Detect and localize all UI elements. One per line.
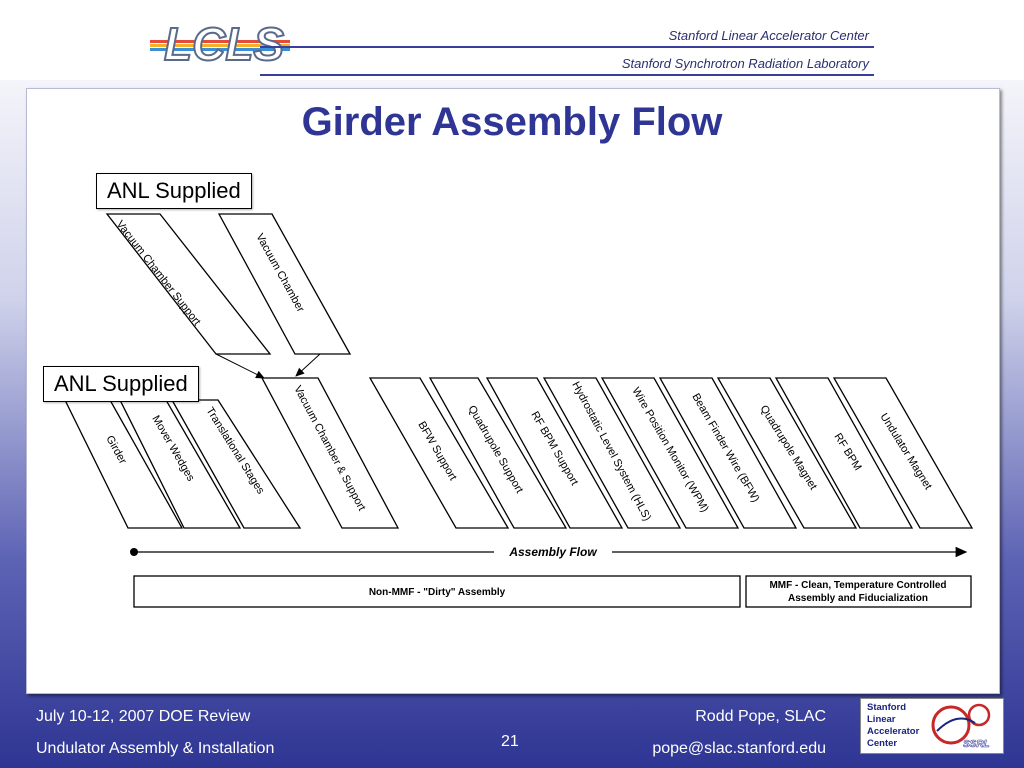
callout-anl-supplied-top: ANL Supplied: [96, 173, 252, 209]
lower-shape-vacuum-chamber-and-support: [260, 377, 400, 529]
footer-event: July 10-12, 2007 DOE Review: [36, 708, 251, 725]
zone-clean-box: [745, 575, 972, 608]
footer-email[interactable]: pope@slac.stanford.edu: [652, 740, 826, 757]
arrow-support-to-assembly: [215, 353, 265, 379]
header-divider-top: [260, 46, 874, 48]
slac-logo-text: Stanford Linear Accelerator Center: [867, 702, 920, 749]
lower-shape-rf-bpm: [774, 377, 914, 529]
lower-shape-quadrupole-support: [428, 377, 568, 529]
zone-clean-label-2: Assembly and Fiducialization: [788, 593, 928, 604]
lcls-logo: LCLS: [150, 17, 290, 71]
lower-shape-rf-bpm-support: [485, 377, 624, 529]
header-bar: LCLS Stanford Linear Accelerator Center …: [0, 0, 1024, 80]
org-ssrl: Stanford Synchrotron Radiation Laborator…: [621, 56, 869, 71]
flow-label: Assembly Flow: [508, 545, 597, 559]
footer-author: Rodd Pope, SLAC: [695, 708, 826, 725]
header-divider-bottom: [260, 74, 874, 76]
lcls-logo-text: LCLS: [164, 18, 284, 70]
page-number: 21: [501, 733, 519, 750]
slide-title: Girder Assembly Flow: [301, 100, 723, 144]
lower-shape-bfw: [658, 377, 798, 529]
org-slac: Stanford Linear Accelerator Center: [668, 28, 869, 43]
ssrl-emblem: SSRL: [931, 703, 991, 750]
svg-text:SSRL: SSRL: [963, 739, 990, 750]
lower-shape-wpm: [600, 377, 740, 529]
upper-shape-vacuum-chamber-support: [105, 213, 272, 355]
arrow-chamber-to-assembly: [295, 353, 321, 377]
lower-shape-bfw-support: [368, 377, 510, 529]
lower-shape-translational-stages: [170, 399, 302, 529]
footer-topic: Undulator Assembly & Installation: [36, 740, 275, 757]
lower-shape-undulator-magnet: [832, 377, 974, 529]
slac-ssrl-logo: Stanford Linear Accelerator Center SSRL: [860, 698, 1004, 754]
upper-shape-vacuum-chamber: [217, 213, 352, 355]
lower-shape-quadrupole-magnet: [716, 377, 858, 529]
callout-anl-supplied-left: ANL Supplied: [43, 366, 199, 402]
zone-dirty-label: Non-MMF - "Dirty" Assembly: [369, 587, 506, 598]
lower-shape-hls: [542, 377, 682, 529]
zone-clean-label-1: MMF - Clean, Temperature Controlled: [769, 580, 946, 591]
zone-dirty-box: [133, 575, 741, 608]
